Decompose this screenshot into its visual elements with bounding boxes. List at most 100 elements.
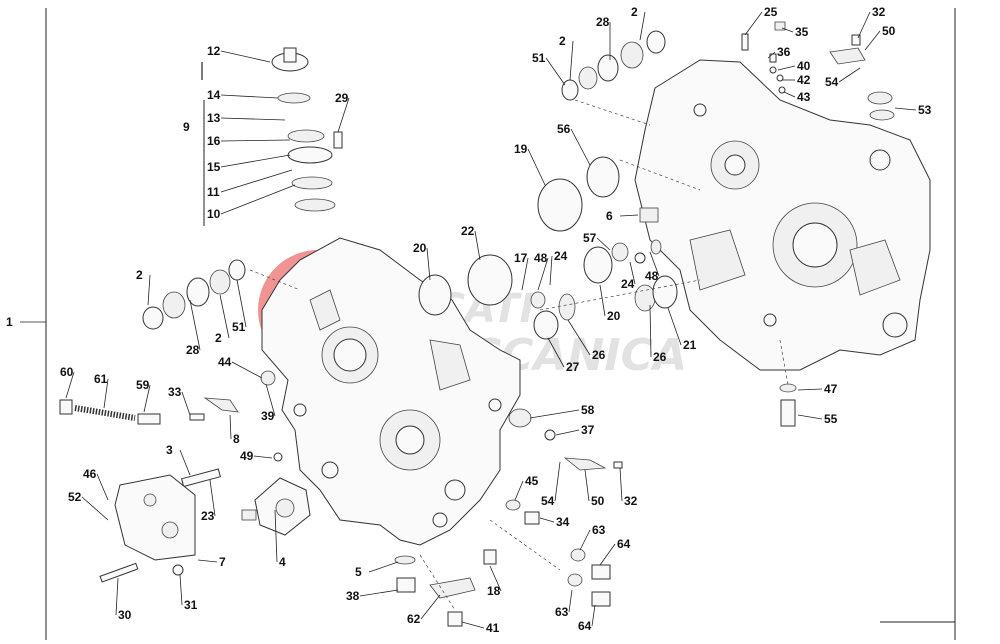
leader-line-c38 [359, 589, 399, 597]
callout-c20a: 20 [413, 241, 427, 255]
leader-line-c45 [514, 480, 524, 501]
callout-c51b: 51 [532, 51, 546, 65]
leader-line-c12 [220, 50, 271, 63]
callout-c44: 44 [218, 355, 232, 369]
leader-line-c36 [767, 51, 776, 59]
left-bearings [142, 254, 576, 386]
leader-line-c53 [894, 107, 917, 111]
callout-c7: 7 [219, 555, 226, 569]
leader-line-c50a [864, 30, 881, 51]
leader-line-c50b [584, 469, 590, 502]
leader-line-c24b [629, 261, 636, 285]
callout-c8: 8 [233, 432, 240, 446]
leader-line-c34 [539, 517, 555, 523]
leader-line-c18 [489, 565, 502, 592]
callout-c47: 47 [824, 382, 838, 396]
callout-c25: 25 [764, 5, 778, 19]
leader-line-c48b [649, 251, 660, 277]
leader-line-c62 [420, 594, 441, 620]
leader-line-c20a [426, 247, 431, 281]
leader-line-c54b [554, 461, 561, 502]
leader-line-c19 [527, 148, 546, 186]
callout-c23: 23 [201, 509, 215, 523]
leader-line-c33 [181, 391, 191, 416]
leader-line-c14 [220, 94, 279, 99]
callout-c4: 4 [279, 555, 286, 569]
callout-c10: 10 [207, 207, 221, 221]
leader-line-c13 [220, 117, 286, 121]
callout-c3: 3 [166, 443, 173, 457]
leader-line-c52 [81, 496, 109, 521]
leader-line-c27 [547, 337, 565, 368]
leader-line-c2b [219, 294, 230, 339]
leader-line-c47 [797, 388, 823, 391]
leader-line-c35 [781, 27, 794, 33]
leader-line-c41 [461, 621, 485, 629]
callout-c52: 52 [68, 490, 82, 504]
leader-line-c30 [115, 577, 119, 616]
leader-line-c28a [189, 299, 201, 351]
leader-line-c32b [619, 467, 623, 502]
leader-line-c24a [549, 255, 553, 286]
leader-line-c6 [619, 214, 639, 217]
leader-line-c2d [639, 11, 646, 41]
callout-c54b: 54 [541, 494, 555, 508]
callout-c57: 57 [583, 231, 597, 245]
callout-c58: 58 [581, 403, 595, 417]
leader-line-c60 [65, 371, 75, 399]
leader-line-c51b [545, 57, 566, 86]
breather-cover-assembly [201, 47, 343, 226]
callout-c6: 6 [606, 209, 613, 223]
left-crankcase-half [261, 237, 521, 546]
right-upper-parts [537, 21, 895, 427]
leader-line-c48a [537, 257, 549, 291]
leader-line-c56 [570, 128, 591, 166]
callout-c53: 53 [918, 103, 932, 117]
callout-c46: 46 [83, 467, 97, 481]
leader-line-c43 [783, 91, 796, 98]
leader-line-c57 [596, 237, 611, 251]
leader-line-c39 [265, 383, 276, 417]
callout-c5: 5 [355, 565, 362, 579]
leader-line-c32a [857, 11, 871, 39]
leader-line-c59 [143, 384, 151, 413]
callout-c62: 62 [407, 612, 421, 626]
callout-c32a: 32 [872, 5, 886, 19]
callout-c24b: 24 [621, 277, 635, 291]
callout-c35: 35 [795, 25, 809, 39]
callout-c49: 49 [240, 449, 254, 463]
callout-c28b: 28 [596, 15, 610, 29]
leader-line-c11 [220, 169, 293, 193]
callout-c32b: 32 [624, 494, 638, 508]
callout-c9: 9 [183, 120, 190, 134]
leader-line-c37 [555, 429, 580, 436]
callout-c33: 33 [168, 385, 182, 399]
leader-line-c54a [838, 67, 861, 83]
callout-c34: 34 [556, 515, 570, 529]
callout-c54a: 54 [825, 75, 839, 89]
leader-line-c51a [236, 279, 247, 328]
callout-c26b: 26 [653, 350, 667, 364]
callout-c12: 12 [207, 44, 221, 58]
callout-c19: 19 [514, 142, 528, 156]
callout-c55: 55 [824, 412, 838, 426]
callout-c2c: 2 [559, 34, 566, 48]
callout-c64a: 64 [617, 537, 631, 551]
callout-c28a: 28 [186, 343, 200, 357]
leader-line-c10 [220, 184, 296, 215]
callout-c63a: 63 [592, 523, 606, 537]
callout-c2a: 2 [136, 268, 143, 282]
callout-c39: 39 [261, 409, 275, 423]
callout-c38: 38 [346, 589, 360, 603]
leader-line-c29 [337, 97, 350, 133]
leader-line-c8 [229, 414, 232, 440]
leader-line-c3 [179, 449, 191, 476]
callout-c59: 59 [136, 378, 150, 392]
left-lower-parts [59, 397, 311, 583]
callout-c63b: 63 [555, 605, 569, 619]
callout-c18: 18 [487, 584, 501, 598]
leader-line-c16 [220, 139, 291, 142]
leader-line-c61 [103, 378, 109, 409]
